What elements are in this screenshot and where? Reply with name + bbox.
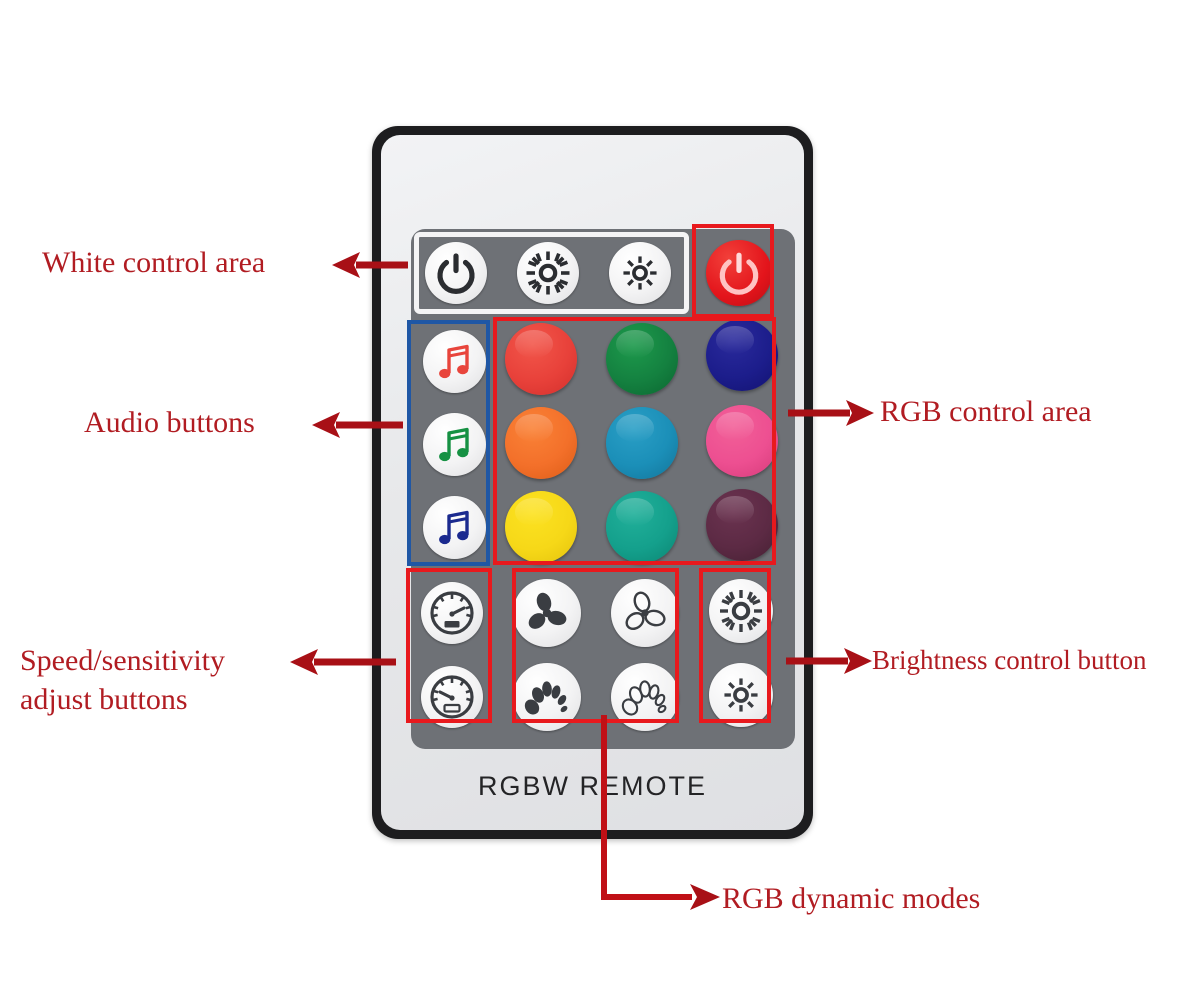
label-speed-sensitivity-line2: adjust buttons <box>20 683 188 716</box>
color-button-blue[interactable] <box>706 319 778 391</box>
color-button-orange[interactable] <box>505 407 577 479</box>
color-button-red[interactable] <box>505 323 577 395</box>
label-rgb-dynamic-modes: RGB dynamic modes <box>722 882 981 915</box>
color-button-yellow[interactable] <box>505 491 577 563</box>
label-white-control-area: White control area <box>42 246 266 279</box>
arrow-white-control-area <box>332 252 408 278</box>
rgb-brightness-up-button[interactable] <box>709 579 773 643</box>
sun-bright-icon <box>526 251 570 295</box>
gauge-fast-icon <box>430 591 474 635</box>
color-button-green[interactable] <box>606 323 678 395</box>
remote-faceplate: RGBW REMOTE <box>381 135 804 830</box>
fade-filled-icon <box>524 681 568 715</box>
label-brightness-control-button: Brightness control button <box>872 645 1147 675</box>
remote-control-device: RGBW REMOTE <box>372 126 813 839</box>
fade-outline-icon <box>621 680 667 716</box>
fan-filled-icon <box>528 592 567 629</box>
mode-fade-filled-button[interactable] <box>513 663 581 731</box>
gauge-slow-icon <box>430 675 474 719</box>
sun-dim-icon <box>724 678 758 712</box>
arrow-speed-sensitivity <box>290 649 396 675</box>
music-note-icon <box>438 344 469 378</box>
fan-outline-icon <box>625 591 666 631</box>
speed-up-button[interactable] <box>421 582 483 644</box>
sun-dim-icon <box>623 256 657 290</box>
color-button-dark-purple[interactable] <box>706 489 778 561</box>
color-button-teal[interactable] <box>606 491 678 563</box>
speed-down-button[interactable] <box>421 666 483 728</box>
arrow-audio-buttons <box>312 412 403 438</box>
mode-fan-filled-button[interactable] <box>513 579 581 647</box>
music-note-icon <box>438 427 469 461</box>
arrow-rgb-dynamic-modes <box>601 715 720 910</box>
white-brightness-up-button[interactable] <box>517 242 579 304</box>
rgb-brightness-down-button[interactable] <box>709 663 773 727</box>
power-icon <box>719 252 759 295</box>
audio-mode-2-button[interactable] <box>423 413 486 476</box>
power-icon <box>437 253 475 294</box>
rgb-power-button[interactable] <box>706 240 772 306</box>
white-brightness-down-button[interactable] <box>609 242 671 304</box>
label-rgb-control-area: RGB control area <box>880 395 1092 428</box>
audio-mode-3-button[interactable] <box>423 496 486 559</box>
arrow-brightness-control <box>786 648 872 674</box>
label-speed-sensitivity-line1: Speed/sensitivity <box>20 644 225 677</box>
white-power-button[interactable] <box>425 242 487 304</box>
label-audio-buttons: Audio buttons <box>84 406 255 439</box>
color-button-cyan[interactable] <box>606 407 678 479</box>
sun-bright-icon <box>720 590 762 632</box>
device-brand-label: RGBW REMOTE <box>478 771 707 801</box>
mode-fan-outline-button[interactable] <box>611 579 679 647</box>
music-note-icon <box>438 510 469 544</box>
color-button-pink[interactable] <box>706 405 778 477</box>
audio-mode-1-button[interactable] <box>423 330 486 393</box>
arrow-rgb-control-area <box>788 400 874 426</box>
